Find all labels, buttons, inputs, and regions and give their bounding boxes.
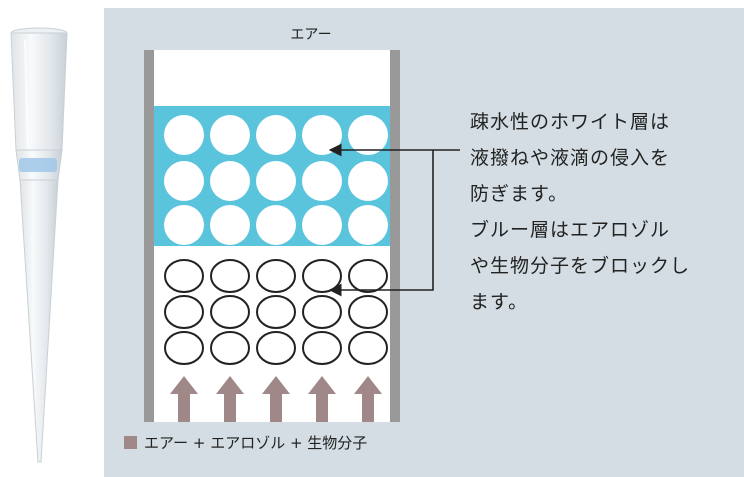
legend: エアー + エアロゾル + 生物分子 xyxy=(124,432,367,453)
blue-layer-particle xyxy=(348,331,388,365)
white-hydrophobic-particle xyxy=(348,205,388,245)
white-hydrophobic-particle xyxy=(302,205,342,245)
white-hydrophobic-particle xyxy=(302,115,342,155)
filter-diagram xyxy=(144,50,400,422)
blue-layer-particle xyxy=(256,259,296,293)
blue-layer-particle xyxy=(302,259,342,293)
blue-layer-particle xyxy=(210,295,250,329)
blue-layer-particle xyxy=(210,331,250,365)
airflow-up-arrow xyxy=(216,376,244,422)
caption-line: 液撥ねや液滴の侵入を xyxy=(470,147,671,169)
caption-line: ブルー層はエアロゾル xyxy=(470,219,671,241)
airflow-up-arrow xyxy=(170,376,198,422)
airflow-up-arrow xyxy=(354,376,382,422)
blue-layer-particle xyxy=(256,295,296,329)
blue-layer-particle xyxy=(164,259,204,293)
legend-label: エアー + エアロゾル + 生物分子 xyxy=(144,434,368,452)
airflow-up-arrow xyxy=(308,376,336,422)
caption-line: ます。 xyxy=(470,291,529,313)
layer-caption: 疎水性のホワイト層は液撥ねや液滴の侵入を防ぎます。ブルー層はエアロゾルや生物分子… xyxy=(470,104,740,320)
blue-layer-particle xyxy=(256,331,296,365)
white-hydrophobic-particle xyxy=(164,161,204,201)
white-hydrophobic-particle xyxy=(302,161,342,201)
legend-swatch xyxy=(124,436,137,449)
white-hydrophobic-particle xyxy=(164,115,204,155)
white-hydrophobic-particle xyxy=(210,161,250,201)
white-hydrophobic-particle xyxy=(256,115,296,155)
air-top-label: エアー xyxy=(290,27,332,43)
white-hydrophobic-particle xyxy=(164,205,204,245)
tube-left-wall xyxy=(144,50,154,422)
blue-layer-particle xyxy=(164,331,204,365)
white-hydrophobic-particle xyxy=(348,161,388,201)
blue-layer-particle xyxy=(302,331,342,365)
blue-layer-particle xyxy=(348,295,388,329)
white-hydrophobic-particle xyxy=(210,115,250,155)
blue-layer-particle xyxy=(302,295,342,329)
white-hydrophobic-particle xyxy=(348,115,388,155)
diagram-panel: エアー 疎水性のホワイト層は液撥ねや液滴の侵入を防ぎます。ブルー層はエアロゾルや… xyxy=(104,8,744,477)
blue-layer-particle xyxy=(210,259,250,293)
tube-right-wall xyxy=(390,50,400,422)
caption-line: や生物分子をブロックし xyxy=(470,255,691,277)
white-hydrophobic-particle xyxy=(256,205,296,245)
white-hydrophobic-particle xyxy=(210,205,250,245)
blue-layer-particle xyxy=(348,259,388,293)
airflow-up-arrow xyxy=(262,376,290,422)
white-hydrophobic-particle xyxy=(256,161,296,201)
caption-line: 疎水性のホワイト層は xyxy=(470,111,671,133)
blue-layer-particle xyxy=(164,295,204,329)
caption-line: 防ぎます。 xyxy=(470,183,569,205)
pipette-tip-image xyxy=(10,27,68,463)
